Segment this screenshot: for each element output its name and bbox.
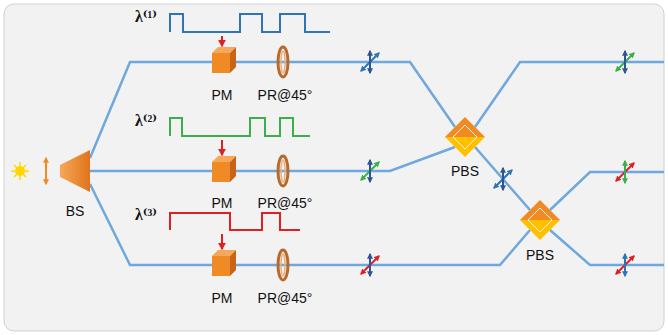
- component-label: PM: [212, 88, 233, 103]
- component-label: PR@45°: [258, 88, 313, 103]
- beam-path: [475, 62, 664, 127]
- component-label: PM: [212, 196, 233, 211]
- control-arrow: [221, 140, 223, 155]
- beam-path: [475, 147, 530, 210]
- polarization-rotator: [278, 47, 288, 77]
- background-panel: [4, 4, 664, 331]
- polarization-symbol: [616, 254, 634, 276]
- control-arrow: [221, 36, 223, 46]
- polarizing-beam-splitter: [520, 200, 560, 240]
- light-source: [11, 162, 29, 180]
- polarization-symbol: [494, 168, 512, 190]
- component-label: PM: [212, 291, 233, 306]
- phase-modulator: [212, 47, 236, 73]
- polarizing-beam-splitter: [445, 117, 485, 157]
- polarization-rotator: [278, 250, 288, 280]
- polarization-symbol: [616, 161, 634, 183]
- beam-path: [90, 62, 455, 158]
- polarization-symbol: [616, 51, 634, 73]
- component-label: PBS: [524, 248, 556, 263]
- control-arrow: [221, 234, 223, 249]
- polarization-symbol: [361, 51, 379, 73]
- waveform: [170, 14, 330, 32]
- polarization-symbol: [361, 160, 379, 182]
- beam-path: [90, 184, 530, 265]
- signal-label: λ⁽¹⁾: [135, 8, 157, 26]
- phase-modulator: [212, 250, 236, 276]
- signal-label: λ⁽³⁾: [135, 206, 157, 224]
- waveform: [170, 213, 300, 230]
- polarization-rotator: [278, 156, 288, 186]
- signal-label: λ⁽²⁾: [135, 112, 157, 130]
- beam-path: [550, 230, 664, 265]
- waveform: [170, 118, 310, 136]
- component-label: BS: [66, 204, 85, 219]
- component-label: PR@45°: [258, 196, 313, 211]
- component-label: PBS: [449, 164, 481, 179]
- beam-path: [90, 147, 455, 171]
- beam-path: [550, 172, 664, 210]
- input-polarization: [45, 158, 47, 184]
- beam-paths: [90, 62, 664, 265]
- phase-modulator: [212, 156, 236, 182]
- component-label: PR@45°: [258, 291, 313, 306]
- beam-splitter: [60, 150, 90, 192]
- polarization-symbol: [361, 254, 379, 276]
